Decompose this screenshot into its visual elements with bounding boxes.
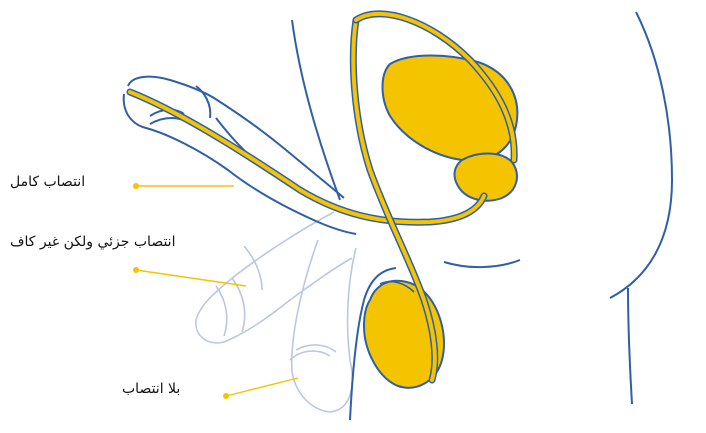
leader-none [223,377,299,399]
label-partial-erection: انتصاب جزئي ولكن غير كاف [10,234,176,250]
vas-deferens [126,10,518,384]
label-no-erection: بلا انتصاب [122,381,181,397]
bladder [381,54,519,162]
erect-penis [122,75,357,235]
prostate [453,152,518,202]
body-contour [291,11,674,421]
leader-partial [133,267,247,287]
partial-erection-outline [195,211,353,344]
flaccid-penis-outline [289,239,357,413]
leader-full [133,183,234,189]
label-full-erection: انتصاب كامل [10,174,86,190]
